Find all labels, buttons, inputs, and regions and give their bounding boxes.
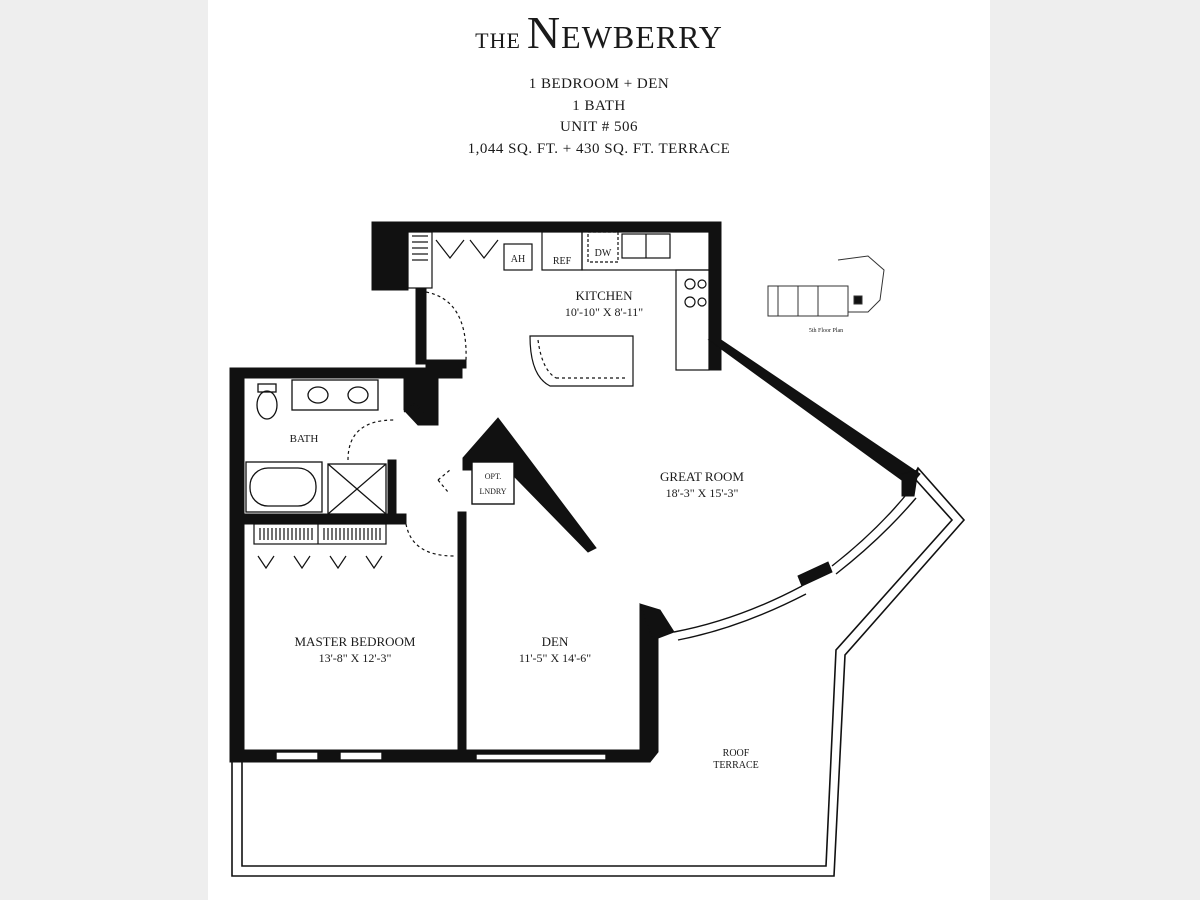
key-plan [767,255,885,317]
great-room-label: GREAT ROOM [660,469,744,484]
den-label: DEN [542,634,569,649]
dishwasher-label: DW [595,248,612,259]
roof-terrace-label-2: TERRACE [713,760,759,771]
unit-number: UNIT # 506 [559,119,639,135]
square-footage: 1,044 SQ. FT. + 430 SQ. FT. TERRACE [467,141,731,157]
shower [327,463,387,515]
entry-wall-segment [425,359,467,369]
air-handler [503,243,533,271]
walls [229,221,921,763]
entry-west-wall [415,287,427,365]
kitchen-dimensions: 10'-10" X 8'-11" [565,305,643,319]
bath-label: BATH [290,433,319,445]
laundry-label-1: OPT. [485,472,502,481]
floor-plan-drawing: KITCHEN 10'-10" X 8'-11" GREAT ROOM 18'-… [229,221,966,877]
counter-east [675,269,710,371]
windows [275,489,917,761]
refrigerator-label: REF [553,256,572,267]
counter-north [581,231,710,271]
curved-window-south [673,585,803,633]
kitchen-label: KITCHEN [575,288,633,303]
great-room-dimensions: 18'-3" X 15'-3" [666,486,739,500]
laundry-closet [471,461,515,505]
den-west-wall [457,511,467,763]
toilet-tank [257,383,277,393]
bath-north-wall [229,367,463,379]
bath-fixtures [245,379,425,515]
room-labels: KITCHEN 10'-10" X 8'-11" GREAT ROOM 18'-… [290,248,844,771]
den-window [475,753,607,761]
bedroom-window-2 [339,751,383,761]
east-wall-stub [901,469,919,497]
sink-right [347,386,369,404]
bedroom-door-swing [405,523,455,557]
window-pier [797,561,833,587]
laundry-door-swing [437,469,451,493]
master-bedroom-label: MASTER BEDROOM [295,634,416,649]
vanity [291,379,379,411]
unit-type: 1 BEDROOM + DEN [528,76,670,92]
toilet-bowl [256,390,278,420]
den-dimensions: 11'-5" X 14'-6" [519,651,591,665]
wardrobe [253,523,387,570]
kitchen-island [529,335,634,387]
key-plan-caption: 5th Floor Plan [809,328,843,334]
northeast-angled-wall [707,339,921,487]
kitchen-fixtures [407,231,710,387]
cooktop-burner [684,278,696,290]
entry-door-swing [425,291,467,361]
bath-door-swing [347,419,395,461]
roof-terrace-label-1: ROOF [723,748,750,759]
bath-east-wall [387,459,397,523]
door-swings [347,291,467,557]
closet-door-bath [403,403,425,413]
air-handler-label: AH [511,254,525,265]
laundry-angled-wall [462,417,597,553]
bedroom-window-1 [275,751,319,761]
roof-terrace-outline [231,466,966,877]
bedroom-north-wall [243,513,407,525]
closet-bifold-door [435,239,465,259]
west-wall [229,367,245,763]
closet-wall [403,377,439,426]
entry-closet [407,231,433,289]
bath-count: 1 BATH [572,98,626,114]
sink-left [307,386,329,404]
laundry-label-2: LNDRY [479,487,506,496]
master-bedroom-dimensions: 13'-8" X 12'-3" [319,651,392,665]
curved-window-east [831,489,911,567]
bathtub [245,461,323,513]
